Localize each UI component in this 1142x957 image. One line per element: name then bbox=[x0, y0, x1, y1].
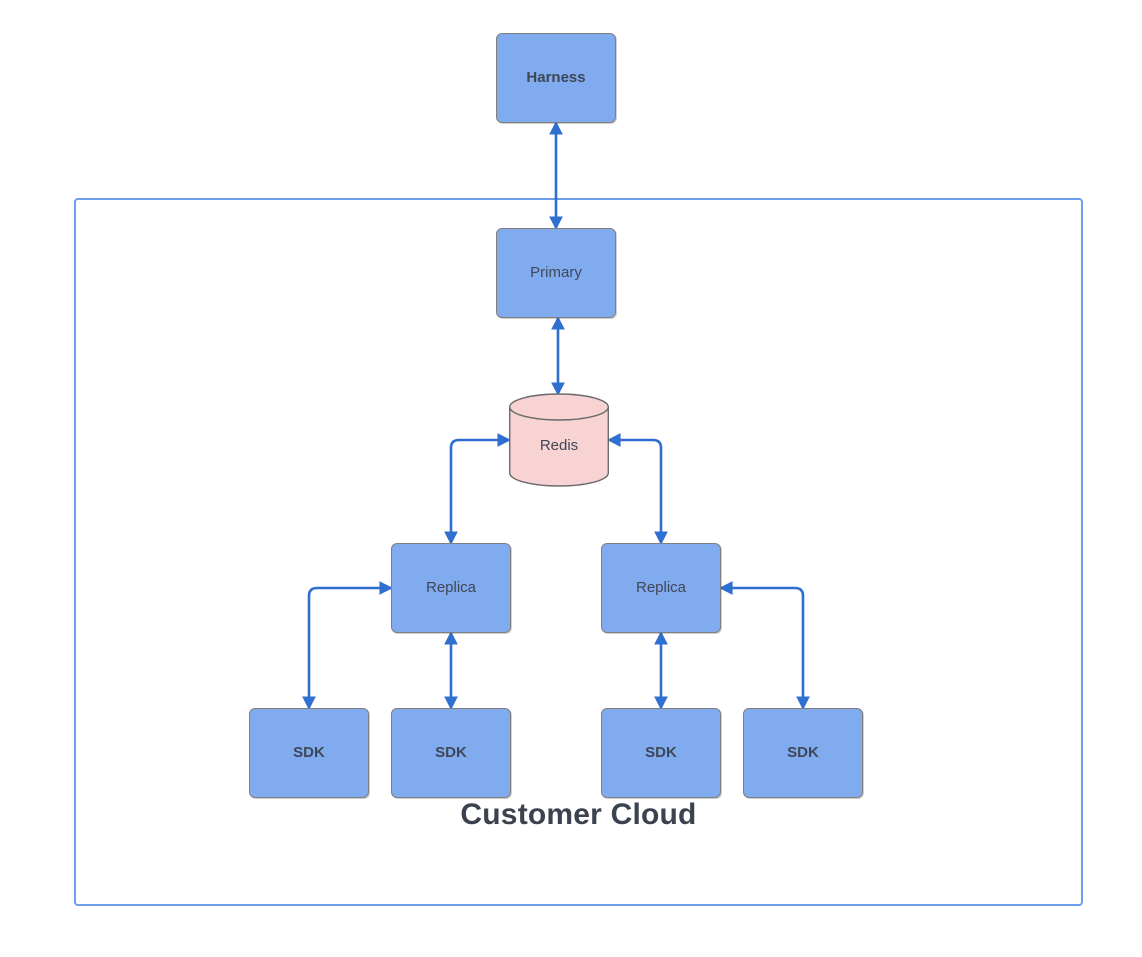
node-harness[interactable]: Harness bbox=[496, 33, 616, 123]
node-replica-right[interactable]: Replica bbox=[601, 543, 721, 633]
node-sdk-2[interactable]: SDK bbox=[391, 708, 511, 798]
customer-cloud-label: Customer Cloud bbox=[460, 798, 697, 831]
node-redis-datastore[interactable]: Redis bbox=[508, 393, 610, 487]
customer-cloud-boundary[interactable] bbox=[74, 198, 1083, 906]
node-sdk-3-label: SDK bbox=[645, 744, 677, 761]
node-sdk-2-label: SDK bbox=[435, 744, 467, 761]
node-replica-right-label: Replica bbox=[635, 579, 687, 596]
node-replica-left-label: Replica bbox=[425, 579, 477, 596]
node-harness-label: Harness bbox=[526, 69, 586, 86]
node-sdk-4-label: SDK bbox=[787, 744, 819, 761]
node-sdk-1[interactable]: SDK bbox=[249, 708, 369, 798]
node-sdk-4[interactable]: SDK bbox=[743, 708, 863, 798]
node-primary-label: Primary bbox=[530, 264, 582, 281]
cylinder-icon bbox=[508, 393, 610, 487]
node-primary[interactable]: Primary bbox=[496, 228, 616, 318]
node-sdk-3[interactable]: SDK bbox=[601, 708, 721, 798]
node-replica-left[interactable]: Replica bbox=[391, 543, 511, 633]
node-sdk-1-label: SDK bbox=[293, 744, 325, 761]
